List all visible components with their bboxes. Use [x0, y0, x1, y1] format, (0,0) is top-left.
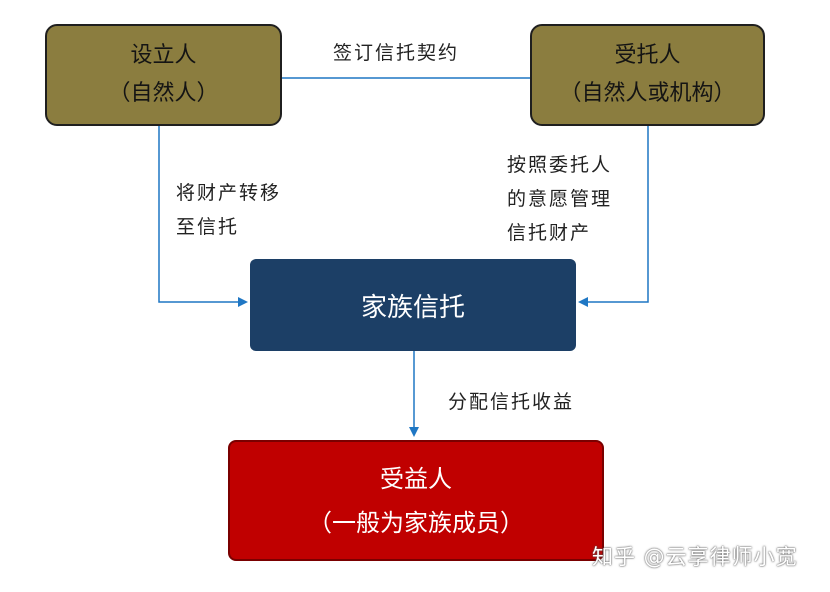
- trustee-node: 受托人 （自然人或机构）: [530, 24, 765, 126]
- manage-label-line-3: 信托财产: [507, 222, 592, 244]
- settlor-subtitle: （自然人）: [108, 81, 219, 106]
- transfer-label-line-1: 将财产转移: [176, 182, 282, 204]
- watermark: 知乎 @云享律师小宽: [592, 545, 798, 569]
- family-trust-node: 家族信托: [250, 259, 576, 351]
- manage-connector: [578, 126, 649, 307]
- family-trust-title: 家族信托: [360, 292, 465, 323]
- manage-label: 按照委托人 的意愿管理 信托财产: [507, 148, 637, 250]
- trustee-subtitle: （自然人或机构）: [559, 81, 736, 106]
- trustee-title: 受托人: [614, 43, 681, 68]
- distribute-label: 分配信托收益: [448, 391, 575, 413]
- transfer-label-line-2: 至信托: [176, 216, 240, 238]
- settlor-node: 设立人 （自然人）: [45, 24, 282, 126]
- beneficiary-subtitle: （一般为家族成员）: [308, 508, 524, 537]
- manage-label-line-2: 的意愿管理: [507, 188, 613, 210]
- transfer-connector: [158, 126, 248, 307]
- settlor-title: 设立人: [130, 43, 197, 68]
- contract-label: 签订信托契约: [333, 42, 460, 64]
- manage-label-line-1: 按照委托人: [507, 154, 613, 176]
- beneficiary-title: 受益人: [380, 464, 452, 493]
- transfer-label: 将财产转移 至信托: [176, 176, 306, 244]
- beneficiary-node: 受益人 （一般为家族成员）: [228, 440, 604, 561]
